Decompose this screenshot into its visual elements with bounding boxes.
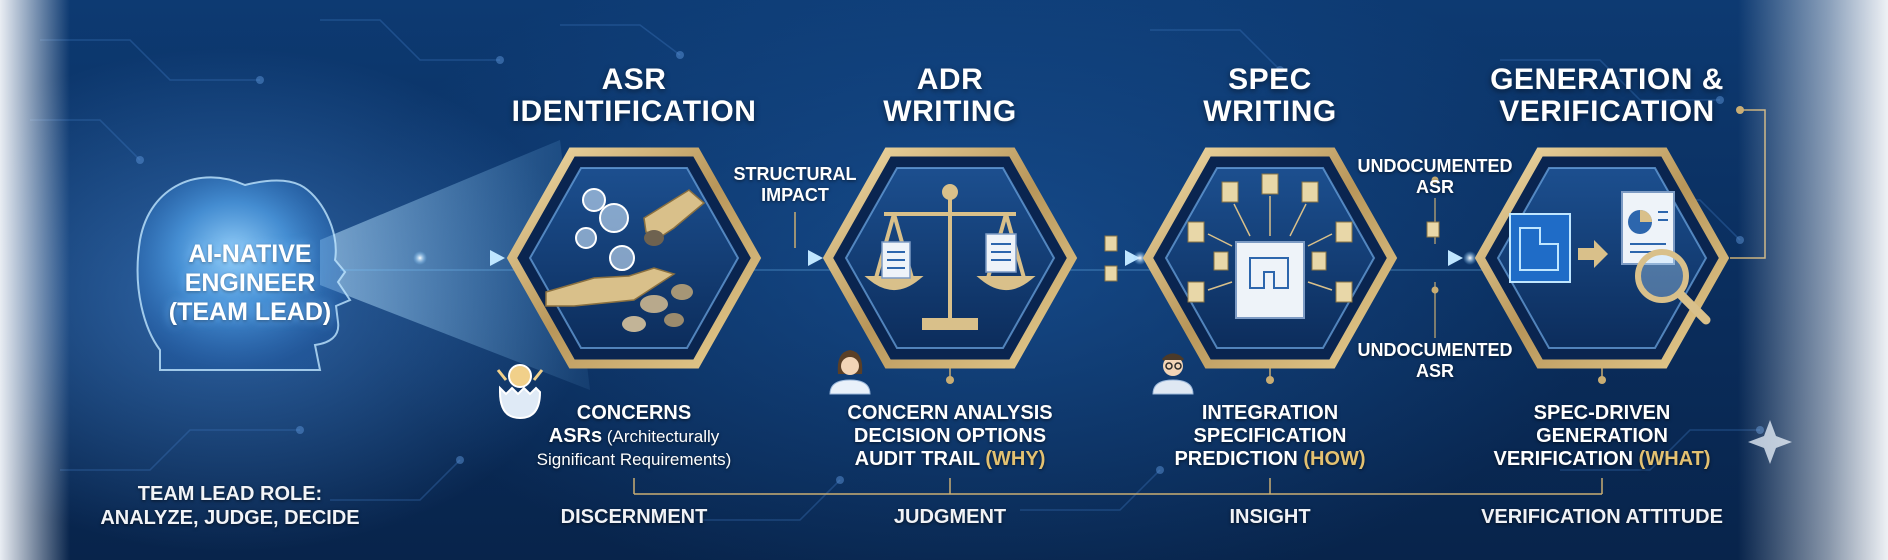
stage-title-adr-writing: ADR WRITING [810,64,1090,128]
connector-label-line2: ASR [1415,177,1454,197]
man-with-glasses-icon [1152,353,1194,395]
stage-title-line2: VERIFICATION [1499,95,1715,128]
circuit-traces [30,19,1760,521]
stage-description-line2: GENERATION [1536,425,1668,447]
stage-title-generation-verification: GENERATION & VERIFICATION [1442,64,1772,128]
document-icon [881,233,1017,279]
connector-label-undocumented-asr-bottom: UNDOCUMENTED ASR [1345,340,1525,382]
engineer-head-silhouette [136,176,352,371]
hexagon-asr-identification [512,152,756,364]
stage-description-line2: ASRs (Architecturally [504,425,764,448]
stage-title-line2: WRITING [883,95,1017,128]
connector-label-line2: ASR [1415,361,1454,381]
stage-description-line1: INTEGRATION [1201,402,1339,424]
stage-description-spec-writing: INTEGRATION SPECIFICATION PREDICTION (HO… [1140,402,1400,471]
stage-title-line1: SPEC [1228,63,1312,96]
woman-engineer-icon [829,350,871,395]
floating-document-icon [1104,221,1440,282]
stage-description-line2: DECISION OPTIONS [853,425,1047,447]
connector-label-line1: UNDOCUMENTED [1357,340,1513,360]
hand-sorting-stones-icon [545,188,706,332]
stage-title-spec-writing: SPEC WRITING [1130,64,1410,128]
hexagon-generation-verification [1480,152,1724,364]
hatching-chick-icon [496,364,544,420]
stage-title-line1: ASR [601,63,667,96]
stage-title-line2: WRITING [1203,95,1337,128]
blueprint-magnifier-icon [1509,191,1711,325]
asrs-expansion: (Architecturally [602,427,720,446]
trait-insight: INSIGHT [1229,506,1311,528]
connector-label-structural-impact: STRUCTURAL IMPACT [715,164,875,206]
description-accent: (WHY) [985,448,1046,470]
stage-title-line1: GENERATION & [1490,63,1724,96]
stage-description-line1: CONCERNS [576,402,692,424]
stage-description-adr-writing: CONCERN ANALYSIS DECISION OPTIONS AUDIT … [820,402,1080,471]
left-vignette [0,0,70,560]
stage-title-line1: ADR [916,63,984,96]
trait-verification-attitude: VERIFICATION ATTITUDE [1481,506,1723,528]
stage-description-line2: SPECIFICATION [1193,425,1347,447]
stage-description-line3: Significant Requirements) [536,450,732,469]
stage-title-line2: IDENTIFICATION [511,95,757,128]
trait-judgment: JUDGMENT [893,506,1007,528]
stage-description-line1: SPEC-DRIVEN [1533,402,1671,424]
connector-label-line1: STRUCTURAL [733,164,857,184]
engineer-label-line3: (TEAM LEAD) [168,298,332,326]
stage-description-line1: CONCERN ANALYSIS [847,402,1053,424]
stage-description-generation-verification: SPEC-DRIVEN GENERATION VERIFICATION (WHA… [1462,402,1742,471]
right-vignette [1738,0,1888,560]
engineer-label: AI-NATIVE ENGINEER (TEAM LEAD) [150,240,350,327]
team-lead-role: TEAM LEAD ROLE: ANALYZE, JUDGE, DECIDE [80,482,380,530]
stage-title-asr-identification: ASR IDENTIFICATION [474,64,794,128]
connector-label-line2: IMPACT [761,185,829,205]
engineer-label-line2: ENGINEER [184,269,316,297]
documents-converging-icon [1187,173,1353,319]
hexagon-spec-writing [1148,152,1392,364]
description-main: PREDICTION [1174,448,1304,470]
trait-discernment: DISCERNMENT [560,506,708,528]
description-main: AUDIT TRAIL [854,448,986,470]
hexagon-adr-writing [828,152,1072,364]
team-lead-role-actions: ANALYZE, JUDGE, DECIDE [100,507,360,529]
stage-description-line3: VERIFICATION (WHAT) [1462,448,1742,471]
engineer-label-line1: AI-NATIVE [188,240,312,268]
description-main: VERIFICATION [1493,448,1639,470]
team-lead-role-title: TEAM LEAD ROLE: [137,483,323,505]
light-beam [320,140,590,390]
connector-label-line1: UNDOCUMENTED [1357,156,1513,176]
stage-description-asr-identification: CONCERNS ASRs (Architecturally Significa… [504,402,764,471]
stage-description-line3: AUDIT TRAIL (WHY) [820,448,1080,471]
description-accent: (HOW) [1303,448,1366,470]
asrs-term: ASRs [548,425,603,447]
connector-label-undocumented-asr-top: UNDOCUMENTED ASR [1345,156,1525,198]
description-accent: (WHAT) [1638,448,1711,470]
stage-description-line3: PREDICTION (HOW) [1140,448,1400,471]
